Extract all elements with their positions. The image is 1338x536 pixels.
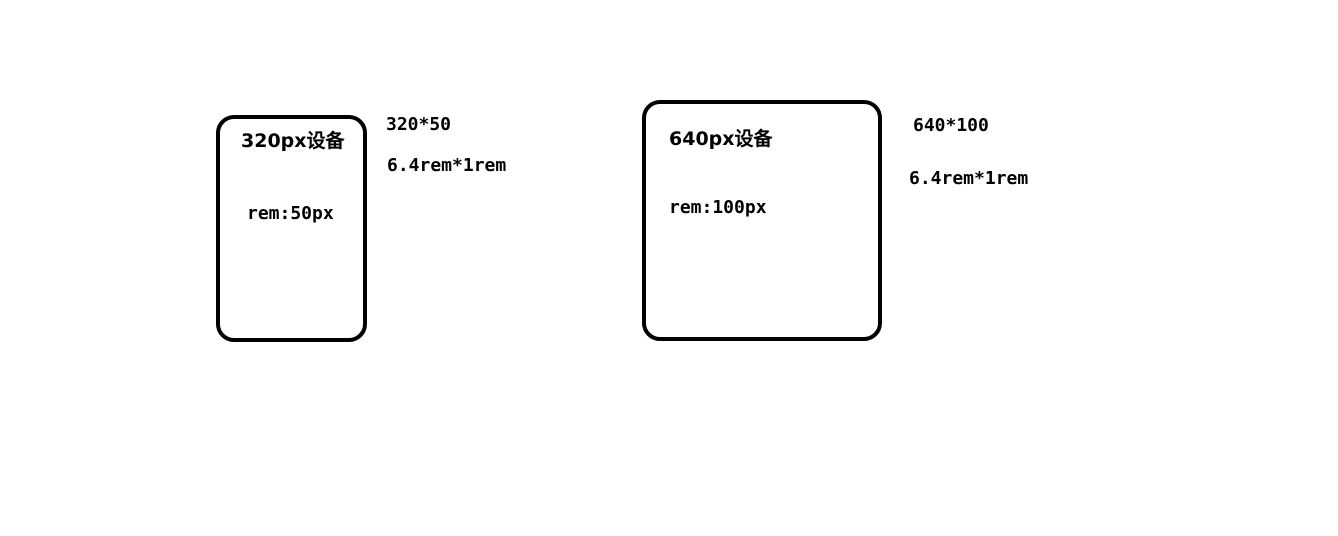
- device-320-rem: rem:50px: [247, 203, 334, 224]
- device-640-rem: rem:100px: [669, 197, 767, 218]
- device-640-title: 640px设备: [669, 128, 773, 150]
- device-320-frame: [216, 115, 367, 342]
- device-320-rem-size: 6.4rem*1rem: [387, 155, 507, 176]
- device-320-title: 320px设备: [241, 130, 345, 152]
- device-640-size: 640*100: [913, 115, 989, 136]
- device-640-rem-size: 6.4rem*1rem: [909, 168, 1029, 189]
- device-640-frame: [642, 100, 882, 341]
- device-320-size: 320*50: [386, 114, 452, 135]
